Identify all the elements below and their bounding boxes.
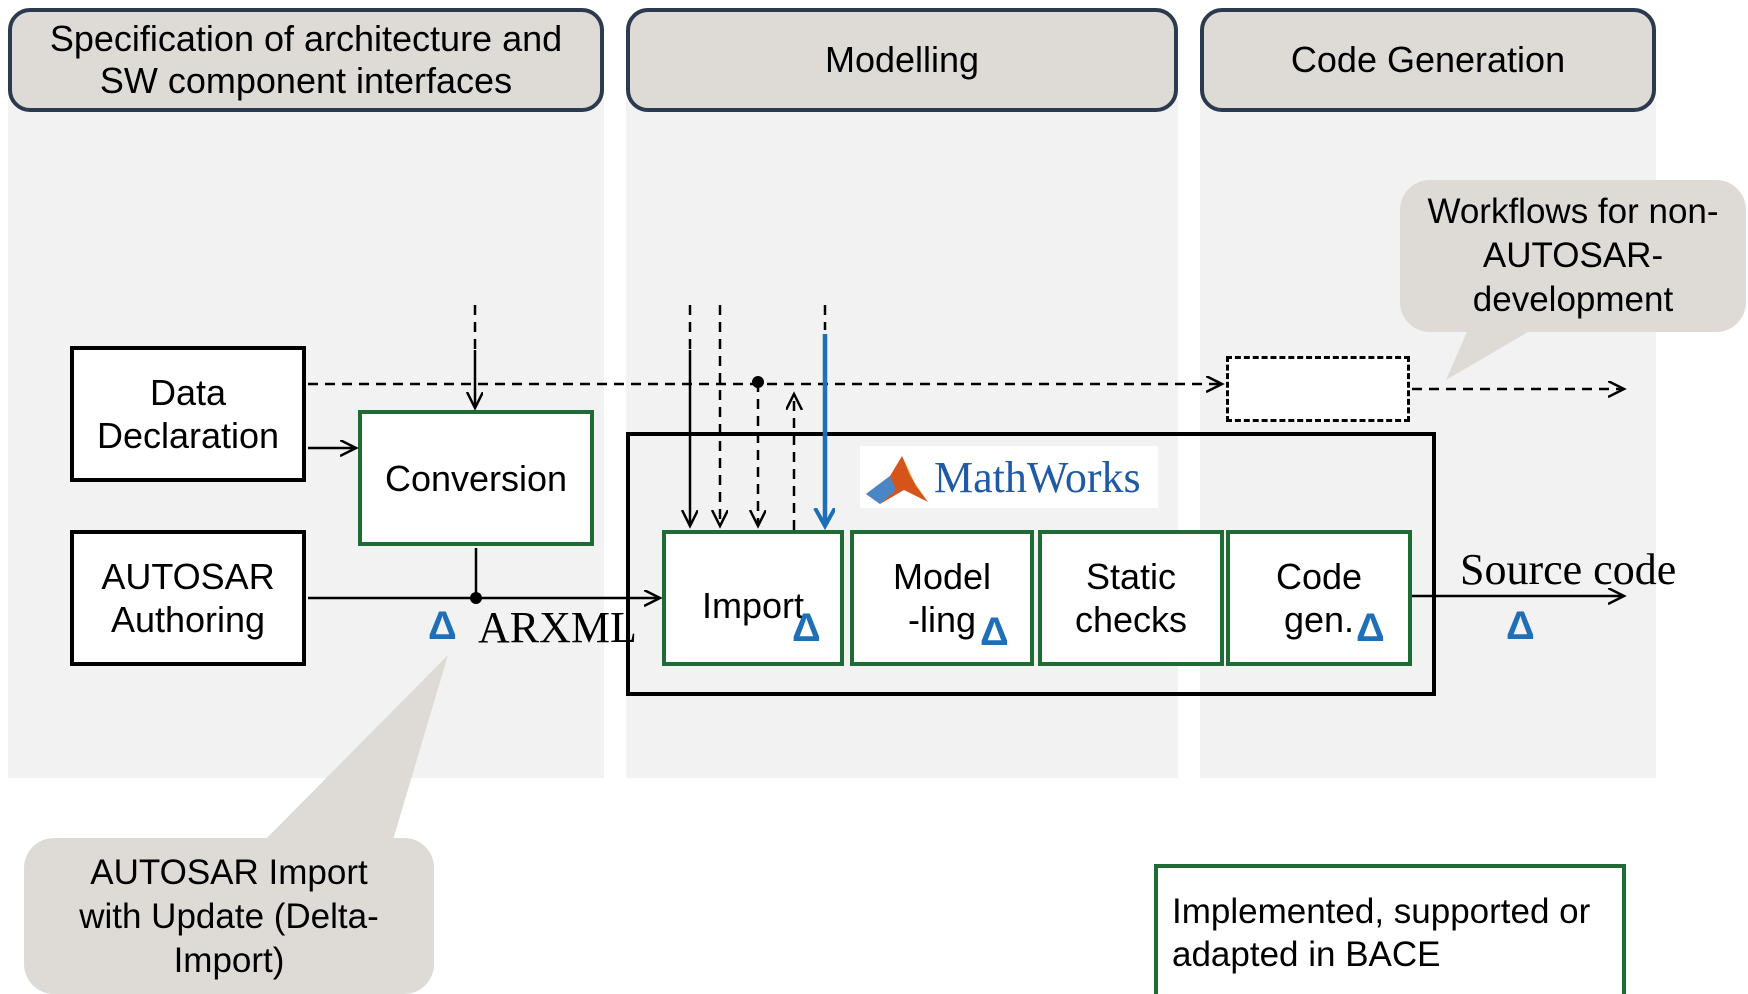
legend-text: Implemented, supported or adapted in BAC… <box>1172 892 1591 974</box>
legend-box: Implemented, supported or adapted in BAC… <box>1154 864 1626 994</box>
header-modelling: Modelling <box>626 8 1178 112</box>
non-autosar-placeholder-box <box>1226 356 1410 422</box>
arxml-label: ARXML <box>478 603 637 652</box>
source-code-label: Source code <box>1460 545 1677 594</box>
static-checks-label: Static checks <box>1074 556 1188 640</box>
data-declaration-box: Data Declaration <box>70 346 306 482</box>
import-box: Import <box>662 530 844 666</box>
header-codegen: Code Generation <box>1200 8 1656 112</box>
modelling-label: Model-ling <box>892 556 992 640</box>
delta-marker-arxml: Δ <box>428 604 457 648</box>
delta-import-callout: AUTOSAR Import with Update (Delta-Import… <box>79 853 379 980</box>
delta-marker-import: Δ <box>792 606 821 650</box>
delta-marker-source-code: Δ <box>1506 604 1535 648</box>
static-checks-box: Static checks <box>1038 530 1224 666</box>
non-autosar-callout: Workflows for non-AUTOSAR-development <box>1427 192 1719 319</box>
conversion-box: Conversion <box>358 410 594 546</box>
modelling-box: Model-ling <box>850 530 1034 666</box>
mathworks-toolchain-frame <box>626 432 1436 696</box>
mathworks-membrane-icon <box>866 456 928 504</box>
code-gen-box: Code gen. <box>1226 530 1412 666</box>
import-label: Import <box>701 585 805 626</box>
header-spec: Specification of architecture and SW com… <box>8 8 604 112</box>
delta-marker-modelling: Δ <box>980 610 1009 654</box>
code-gen-label: Code gen. <box>1275 556 1363 640</box>
mathworks-wordmark: MathWorks <box>934 452 1141 502</box>
delta-marker-code-gen: Δ <box>1356 606 1385 650</box>
autosar-authoring-box: AUTOSAR Authoring <box>70 530 306 666</box>
mathworks-logo: MathWorks <box>860 446 1158 508</box>
